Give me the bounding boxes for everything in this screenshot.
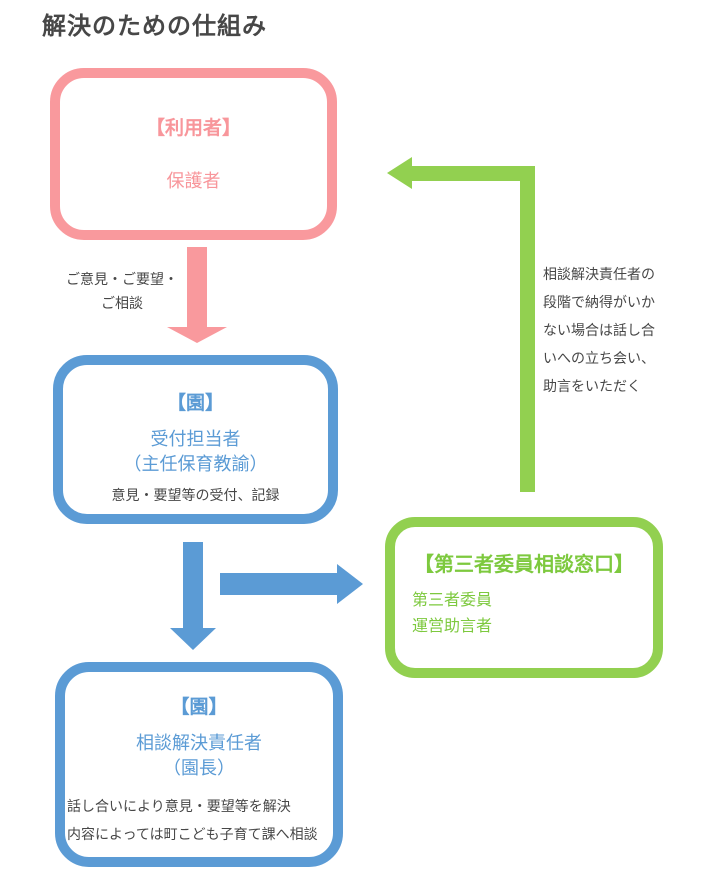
label-feedback-line5: 助言をいただく xyxy=(543,378,641,394)
box-user-sub: 保護者 xyxy=(166,171,221,191)
arrow-down-icon xyxy=(170,628,216,650)
label-request: ご意見・ご要望・ ご相談 xyxy=(55,267,189,315)
arrow-left-icon xyxy=(387,157,412,189)
box-third-party: 【第三者委員相談窓口】 第三者委員 運営助言者 xyxy=(385,517,663,678)
box-resolution: 【園】 相談解決責任者 （園長） 話し合いにより意見・要望等を解決 内容によって… xyxy=(55,662,343,867)
box-resolution-note1: 話し合いにより意見・要望等を解決 xyxy=(67,798,291,814)
arrow-right-icon xyxy=(337,564,363,604)
box-resolution-role-detail: （園長） xyxy=(163,758,235,778)
box-resolution-note2: 内容によっては町こども子育て課へ相談 xyxy=(67,826,318,842)
box-reception-role-detail: （主任保育教諭） xyxy=(123,454,268,474)
page-title: 解決のための仕組み xyxy=(42,13,267,40)
label-feedback-line4: いへの立ち会い、 xyxy=(543,350,655,366)
label-request-line1: ご意見・ご要望・ xyxy=(66,271,178,287)
box-reception-heading: 【園】 xyxy=(166,393,224,414)
box-user: 【利用者】 保護者 xyxy=(50,68,337,240)
arrow-down-icon xyxy=(167,327,227,343)
arrow-reception-to-third-party-shaft xyxy=(220,573,337,595)
arrow-user-to-reception-shaft xyxy=(187,247,207,327)
label-feedback-line1: 相談解決責任者の xyxy=(543,266,655,282)
box-resolution-heading: 【園】 xyxy=(170,697,228,718)
label-feedback-line2: 段階で納得がいか xyxy=(543,294,655,310)
label-feedback-line3: ない場合は話し合 xyxy=(543,322,655,338)
arrow-third-party-to-user-horizontal-shaft xyxy=(412,166,535,181)
box-reception-note: 意見・要望等の受付、記録 xyxy=(111,487,280,503)
label-request-line2: ご相談 xyxy=(101,295,143,311)
box-third-party-heading: 【第三者委員相談窓口】 xyxy=(414,554,634,576)
box-reception: 【園】 受付担当者 （主任保育教諭） 意見・要望等の受付、記録 xyxy=(53,355,338,524)
box-user-heading: 【利用者】 xyxy=(145,118,241,139)
arrow-third-party-to-user-vertical-shaft xyxy=(520,166,535,492)
arrow-reception-to-resolution-shaft xyxy=(183,542,203,628)
box-reception-role: 受付担当者 xyxy=(150,429,241,449)
box-resolution-role: 相談解決責任者 xyxy=(136,733,262,753)
label-feedback: 相談解決責任者の 段階で納得がいか ない場合は話し合 いへの立ち会い、 助言をい… xyxy=(543,260,655,400)
box-third-party-member1: 第三者委員 xyxy=(412,592,493,609)
box-third-party-member2: 運営助言者 xyxy=(412,618,493,635)
